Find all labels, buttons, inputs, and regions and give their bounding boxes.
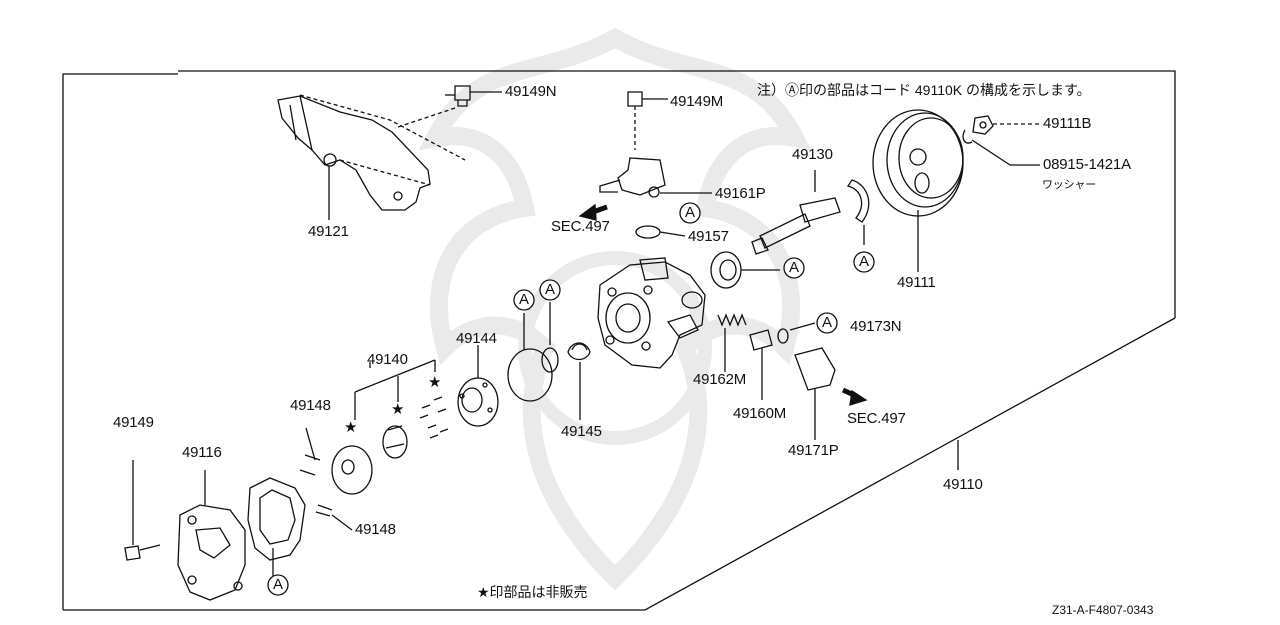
part-label[interactable]: 49130 — [792, 146, 833, 163]
part-label[interactable]: 49145 — [561, 423, 602, 440]
part-label[interactable]: 49140 — [367, 351, 408, 368]
marker-a: A — [273, 576, 283, 593]
part-label[interactable]: 49144 — [456, 330, 497, 347]
part-label[interactable]: 49171P — [788, 442, 839, 459]
part-label[interactable]: 08915-1421A — [1043, 156, 1131, 173]
marker-a: A — [822, 314, 832, 331]
part-label[interactable]: 49157 — [688, 228, 729, 245]
part-label[interactable]: 49149N — [505, 83, 557, 100]
marker-a: A — [859, 253, 869, 270]
part-label[interactable]: 49161P — [715, 185, 766, 202]
part-label[interactable]: 49111 — [897, 274, 936, 291]
part-label[interactable]: 49111B — [1043, 115, 1092, 132]
star-marker: ★ — [428, 374, 442, 391]
part-label[interactable]: 49148 — [355, 521, 396, 538]
figure-ref: Z31-A-F4807-0343 — [1052, 603, 1154, 617]
marker-a: A — [519, 291, 529, 308]
washer-caption: ワッシャー — [1042, 179, 1096, 191]
sec-ref[interactable]: SEC.497 — [551, 218, 610, 235]
note-top: 注）Ⓐ印の部品はコード 49110K の構成を示します。 — [757, 82, 1091, 98]
part-label[interactable]: 49149 — [113, 414, 154, 431]
part-label[interactable]: 49162M — [693, 371, 747, 388]
marker-a: A — [685, 204, 695, 221]
marker-a: A — [545, 281, 555, 298]
part-label[interactable]: 49148 — [290, 397, 331, 414]
marker-a: A — [789, 259, 799, 276]
star-marker: ★ — [391, 401, 405, 418]
part-label[interactable]: 49173N — [850, 318, 902, 335]
part-label[interactable]: 49121 — [308, 223, 349, 240]
part-label[interactable]: 49110 — [943, 476, 983, 493]
watermark-crest — [418, 27, 812, 591]
part-label[interactable]: 49149M — [670, 93, 724, 110]
part-label[interactable]: 49160M — [733, 405, 787, 422]
note-bottom: ★印部品は非販売 — [477, 584, 588, 600]
star-marker: ★ — [344, 419, 358, 436]
sec-ref[interactable]: SEC.497 — [847, 410, 906, 427]
part-label[interactable]: 49116 — [182, 444, 222, 461]
